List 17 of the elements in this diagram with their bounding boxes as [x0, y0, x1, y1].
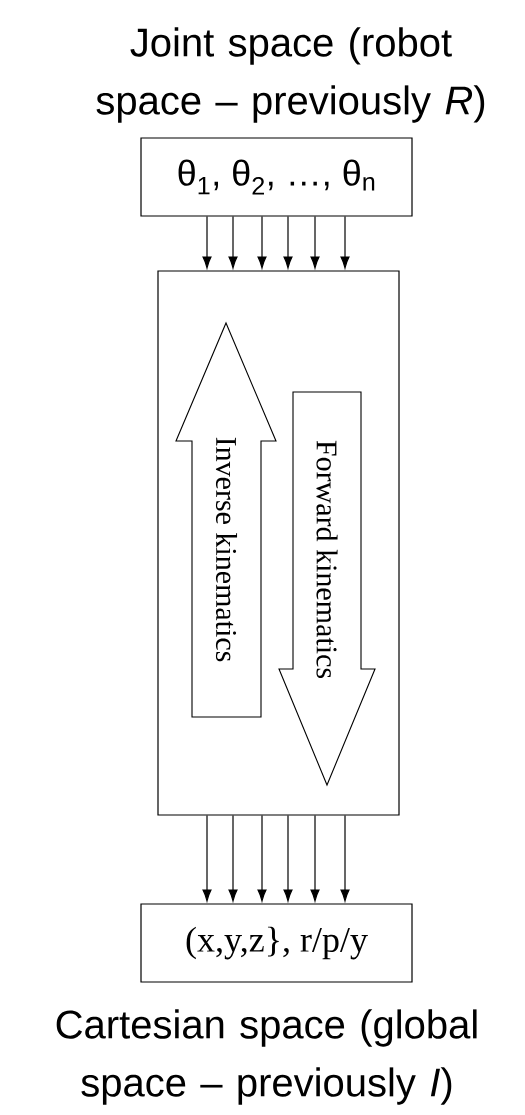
arrow	[228, 216, 238, 269]
arrow	[283, 216, 293, 269]
arrow	[257, 216, 267, 269]
arrow	[257, 815, 267, 902]
arrow	[202, 216, 212, 269]
arrow	[310, 815, 320, 902]
arrow	[340, 216, 350, 269]
heading: Cartesian space (global space – previously I)	[56, 1009, 477, 1105]
arrow	[283, 815, 293, 902]
arrow	[202, 815, 212, 902]
arrow	[310, 216, 320, 269]
arrow	[228, 815, 238, 902]
heading: Joint space (robot space – previously R)	[96, 27, 485, 123]
kinematics-box	[157, 270, 400, 816]
input-box: θ$_{1}$, θ$_{2}$, …, θ$_{n}$	[140, 137, 413, 217]
output-box: (x,y,z}, r/p/y	[140, 903, 413, 983]
arrow	[340, 815, 350, 902]
